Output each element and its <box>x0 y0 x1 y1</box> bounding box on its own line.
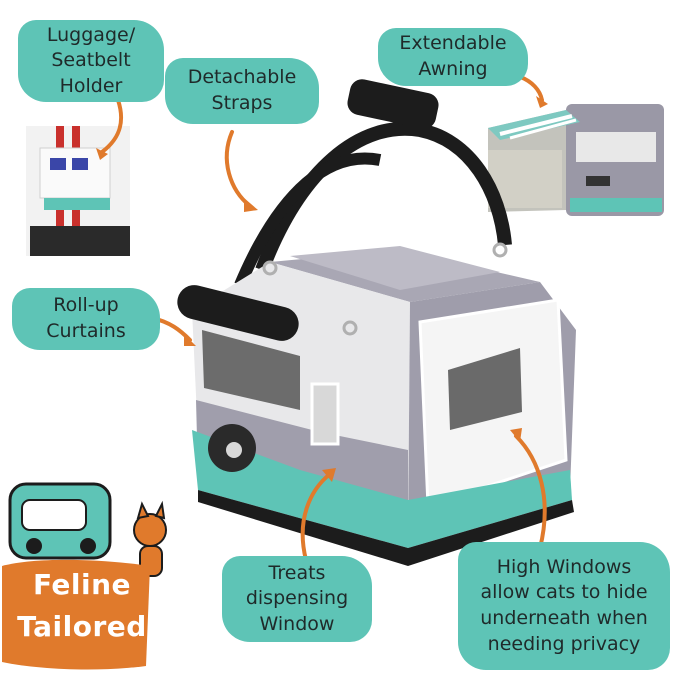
feline-tailored-logo <box>2 482 167 670</box>
arrowhead-windows <box>510 428 522 442</box>
badge-line-feline: Feline <box>32 568 132 601</box>
arrowhead-straps <box>244 198 258 212</box>
luggage-holder-photo <box>26 126 130 256</box>
arrowhead-luggage <box>96 148 108 160</box>
awning-photo <box>488 104 664 216</box>
pet-carrier <box>177 79 576 566</box>
arrow-straps <box>224 130 252 208</box>
arrow-treats <box>300 472 332 562</box>
arrow-luggage <box>100 98 124 154</box>
arrow-windows <box>514 434 547 550</box>
arrowhead-awning <box>536 96 548 108</box>
badge-line-tailored: Tailored <box>17 610 147 643</box>
arrowhead-treats <box>322 468 336 482</box>
arrowhead-curtains <box>184 334 196 346</box>
